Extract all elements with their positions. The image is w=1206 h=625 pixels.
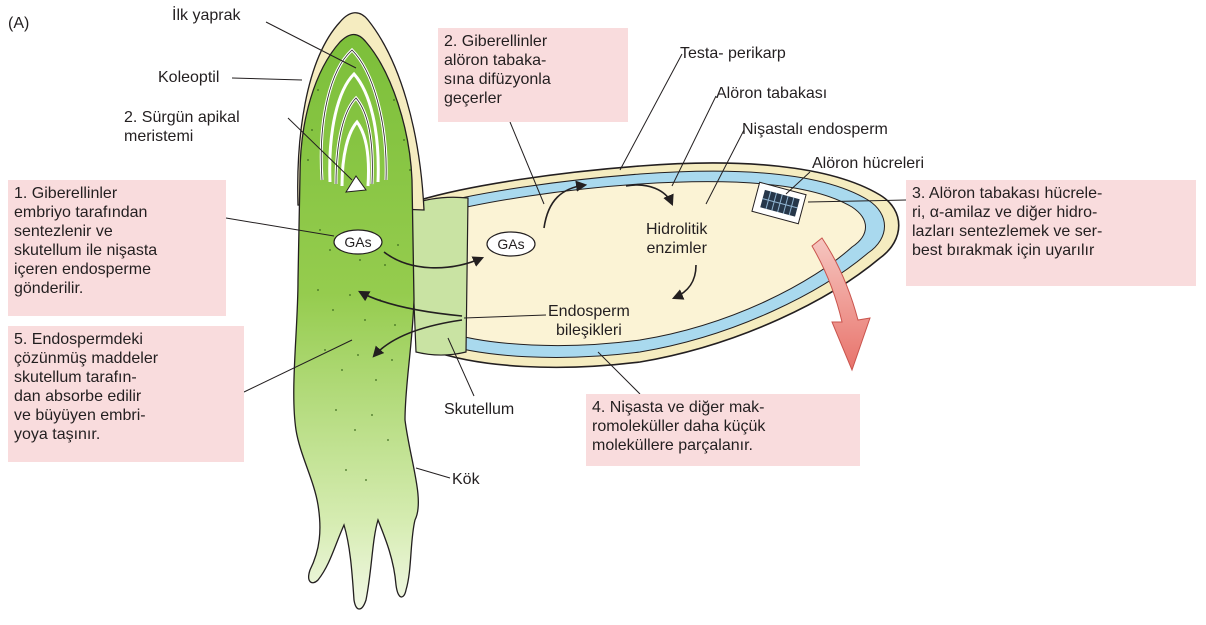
- leader-root: [416, 468, 450, 478]
- label-first-leaf: İlk yaprak: [172, 6, 240, 25]
- step5-line3: skutellum tarafın-: [14, 368, 238, 387]
- step2-line2: alöron tabaka-: [444, 51, 622, 70]
- step4-line3: moleküllere parçalanır.: [592, 436, 854, 455]
- step1-line4: skutellum ile nişasta: [14, 241, 220, 260]
- label-scutellum: Skutellum: [444, 400, 514, 419]
- leader-testa: [620, 54, 682, 170]
- step3-line4: best bırakmak için uyarılır: [912, 241, 1190, 260]
- callout-step4: 4. Nişasta ve diğer mak- romoleküller da…: [586, 394, 860, 466]
- step4-line2: romoleküller daha küçük: [592, 417, 854, 436]
- label-gas-embryo: GAs: [332, 234, 384, 250]
- step5-line4: dan absorbe edilir: [14, 387, 238, 406]
- step2-line3: sına difüzyonla: [444, 70, 622, 89]
- embryo: [294, 13, 424, 609]
- label-meristem-line1: 2. Sürgün apikal: [124, 108, 240, 127]
- label-meristem-line2: meristemi: [124, 127, 240, 146]
- label-aleurone-cells: Alöron hücreleri: [812, 154, 924, 173]
- label-gas-endosperm: GAs: [485, 236, 537, 252]
- label-compounds-line2: bileşikleri: [548, 321, 630, 340]
- step2-line4: geçerler: [444, 89, 622, 108]
- scutellum-shape: [410, 197, 468, 355]
- callout-step1: 1. Giberellinler embriyo tarafından sent…: [8, 180, 226, 316]
- label-hydrolytic-line2: enzimler: [646, 239, 707, 258]
- label-aleurone-layer: Alöron tabakası: [716, 84, 827, 103]
- step3-line2: ri, α-amilaz ve diğer hidro-: [912, 203, 1190, 222]
- step1-line6: gönderilir.: [14, 279, 220, 298]
- step3-line1: 3. Alöron tabakası hücrele-: [912, 184, 1190, 203]
- step4-line1: 4. Nişasta ve diğer mak-: [592, 398, 854, 417]
- label-endosperm-compounds: Endosperm bileşikleri: [548, 302, 630, 340]
- label-hydrolytic-enzymes: Hidrolitik enzimler: [646, 220, 707, 258]
- step3-line3: lazları sentezlemek ve ser-: [912, 222, 1190, 241]
- step5-line6: yoya taşınır.: [14, 425, 238, 444]
- callout-step2: 2. Giberellinler alöron tabaka- sına dif…: [438, 28, 628, 122]
- step5-line2: çözünmüş maddeler: [14, 349, 238, 368]
- step5-line5: ve büyüyen embri-: [14, 406, 238, 425]
- label-hydrolytic-line1: Hidrolitik: [646, 220, 707, 239]
- embryo-body: [294, 35, 419, 610]
- label-root: Kök: [452, 470, 480, 489]
- label-starchy-endosperm: Nişastalı endosperm: [742, 120, 888, 139]
- label-coleoptile: Koleoptil: [158, 68, 219, 87]
- callout-step3: 3. Alöron tabakası hücrele- ri, α-amilaz…: [906, 180, 1196, 286]
- step2-line1: 2. Giberellinler: [444, 32, 622, 51]
- step1-line1: 1. Giberellinler: [14, 184, 220, 203]
- label-testa: Testa- perikarp: [680, 44, 786, 63]
- panel-label: (A): [8, 14, 29, 33]
- step1-line2: embriyo tarafından: [14, 203, 220, 222]
- leader-coleoptile: [232, 78, 302, 80]
- callout-step5: 5. Endospermdeki çözünmüş maddeler skute…: [8, 326, 244, 462]
- step1-line3: sentezlenir ve: [14, 222, 220, 241]
- label-compounds-line1: Endosperm: [548, 302, 630, 321]
- step1-line5: içeren endosperme: [14, 260, 220, 279]
- step5-line1: 5. Endospermdeki: [14, 330, 238, 349]
- label-meristem: 2. Sürgün apikal meristemi: [124, 108, 240, 146]
